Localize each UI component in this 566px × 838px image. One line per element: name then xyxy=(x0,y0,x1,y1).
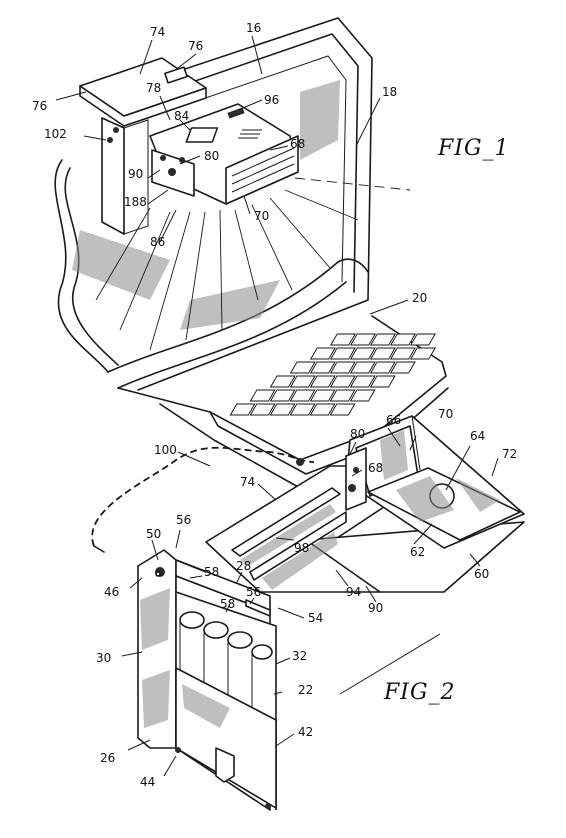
ref-numeral-58: 58 xyxy=(220,597,236,611)
ref-numeral-102: 102 xyxy=(44,127,67,141)
ref-numeral-76: 76 xyxy=(188,39,204,53)
ref-numeral-74: 74 xyxy=(240,475,256,489)
ref-numeral-54: 54 xyxy=(308,611,324,625)
ref-numeral-56: 56 xyxy=(176,513,192,527)
ref-numeral-70: 70 xyxy=(254,209,270,223)
ref-numeral-72: 72 xyxy=(502,447,518,461)
ref-numeral-84: 84 xyxy=(174,109,190,123)
fig1-laptop xyxy=(54,17,449,489)
ref-numeral-44: 44 xyxy=(140,775,156,789)
figure-1-label: FIG_1 xyxy=(438,136,510,161)
ref-numeral-90: 90 xyxy=(368,601,384,615)
figure-2-label: FIG_2 xyxy=(384,680,456,705)
ref-numeral-60: 60 xyxy=(474,567,490,581)
ref-numeral-32: 32 xyxy=(292,649,308,663)
ref-numeral-100: 100 xyxy=(154,443,177,457)
ref-numeral-76: 76 xyxy=(32,99,48,113)
ref-numeral-66: 66 xyxy=(386,413,402,427)
ref-numeral-26: 26 xyxy=(100,751,116,765)
ref-numeral-90: 90 xyxy=(128,167,144,181)
ref-numeral-68: 68 xyxy=(368,461,384,475)
fig2-lamp-and-case xyxy=(91,415,525,811)
keyboard-keys xyxy=(229,333,437,416)
ref-numeral-62: 62 xyxy=(410,545,426,559)
ref-numeral-94: 94 xyxy=(346,585,362,599)
ref-numeral-56: 56 xyxy=(246,585,262,599)
ref-numeral-28: 28 xyxy=(236,559,252,573)
ref-numeral-64: 64 xyxy=(470,429,486,443)
ref-numeral-86: 86 xyxy=(150,235,166,249)
ref-numeral-30: 30 xyxy=(96,651,112,665)
ref-numeral-42: 42 xyxy=(298,725,314,739)
ref-numeral-78: 78 xyxy=(146,81,162,95)
ref-numeral-16: 16 xyxy=(246,21,262,35)
ref-numeral-50: 50 xyxy=(146,527,162,541)
ref-numeral-98: 98 xyxy=(294,541,310,555)
ref-numeral-68: 68 xyxy=(290,137,306,151)
lamp-head xyxy=(149,103,299,205)
ref-numeral-20: 20 xyxy=(412,291,428,305)
ref-numeral-22: 22 xyxy=(298,683,314,697)
ref-numeral-18: 18 xyxy=(382,85,398,99)
ref-numeral-188: 188 xyxy=(124,195,147,209)
ref-numeral-46: 46 xyxy=(104,585,120,599)
light-rays xyxy=(95,177,411,351)
ref-numeral-80: 80 xyxy=(204,149,220,163)
ref-numeral-74: 74 xyxy=(150,25,166,39)
lamp-clip xyxy=(79,57,207,235)
ref-numeral-96: 96 xyxy=(264,93,280,107)
ref-numeral-80: 80 xyxy=(350,427,366,441)
ref-numeral-58: 58 xyxy=(204,565,220,579)
ref-numeral-70: 70 xyxy=(438,407,454,421)
